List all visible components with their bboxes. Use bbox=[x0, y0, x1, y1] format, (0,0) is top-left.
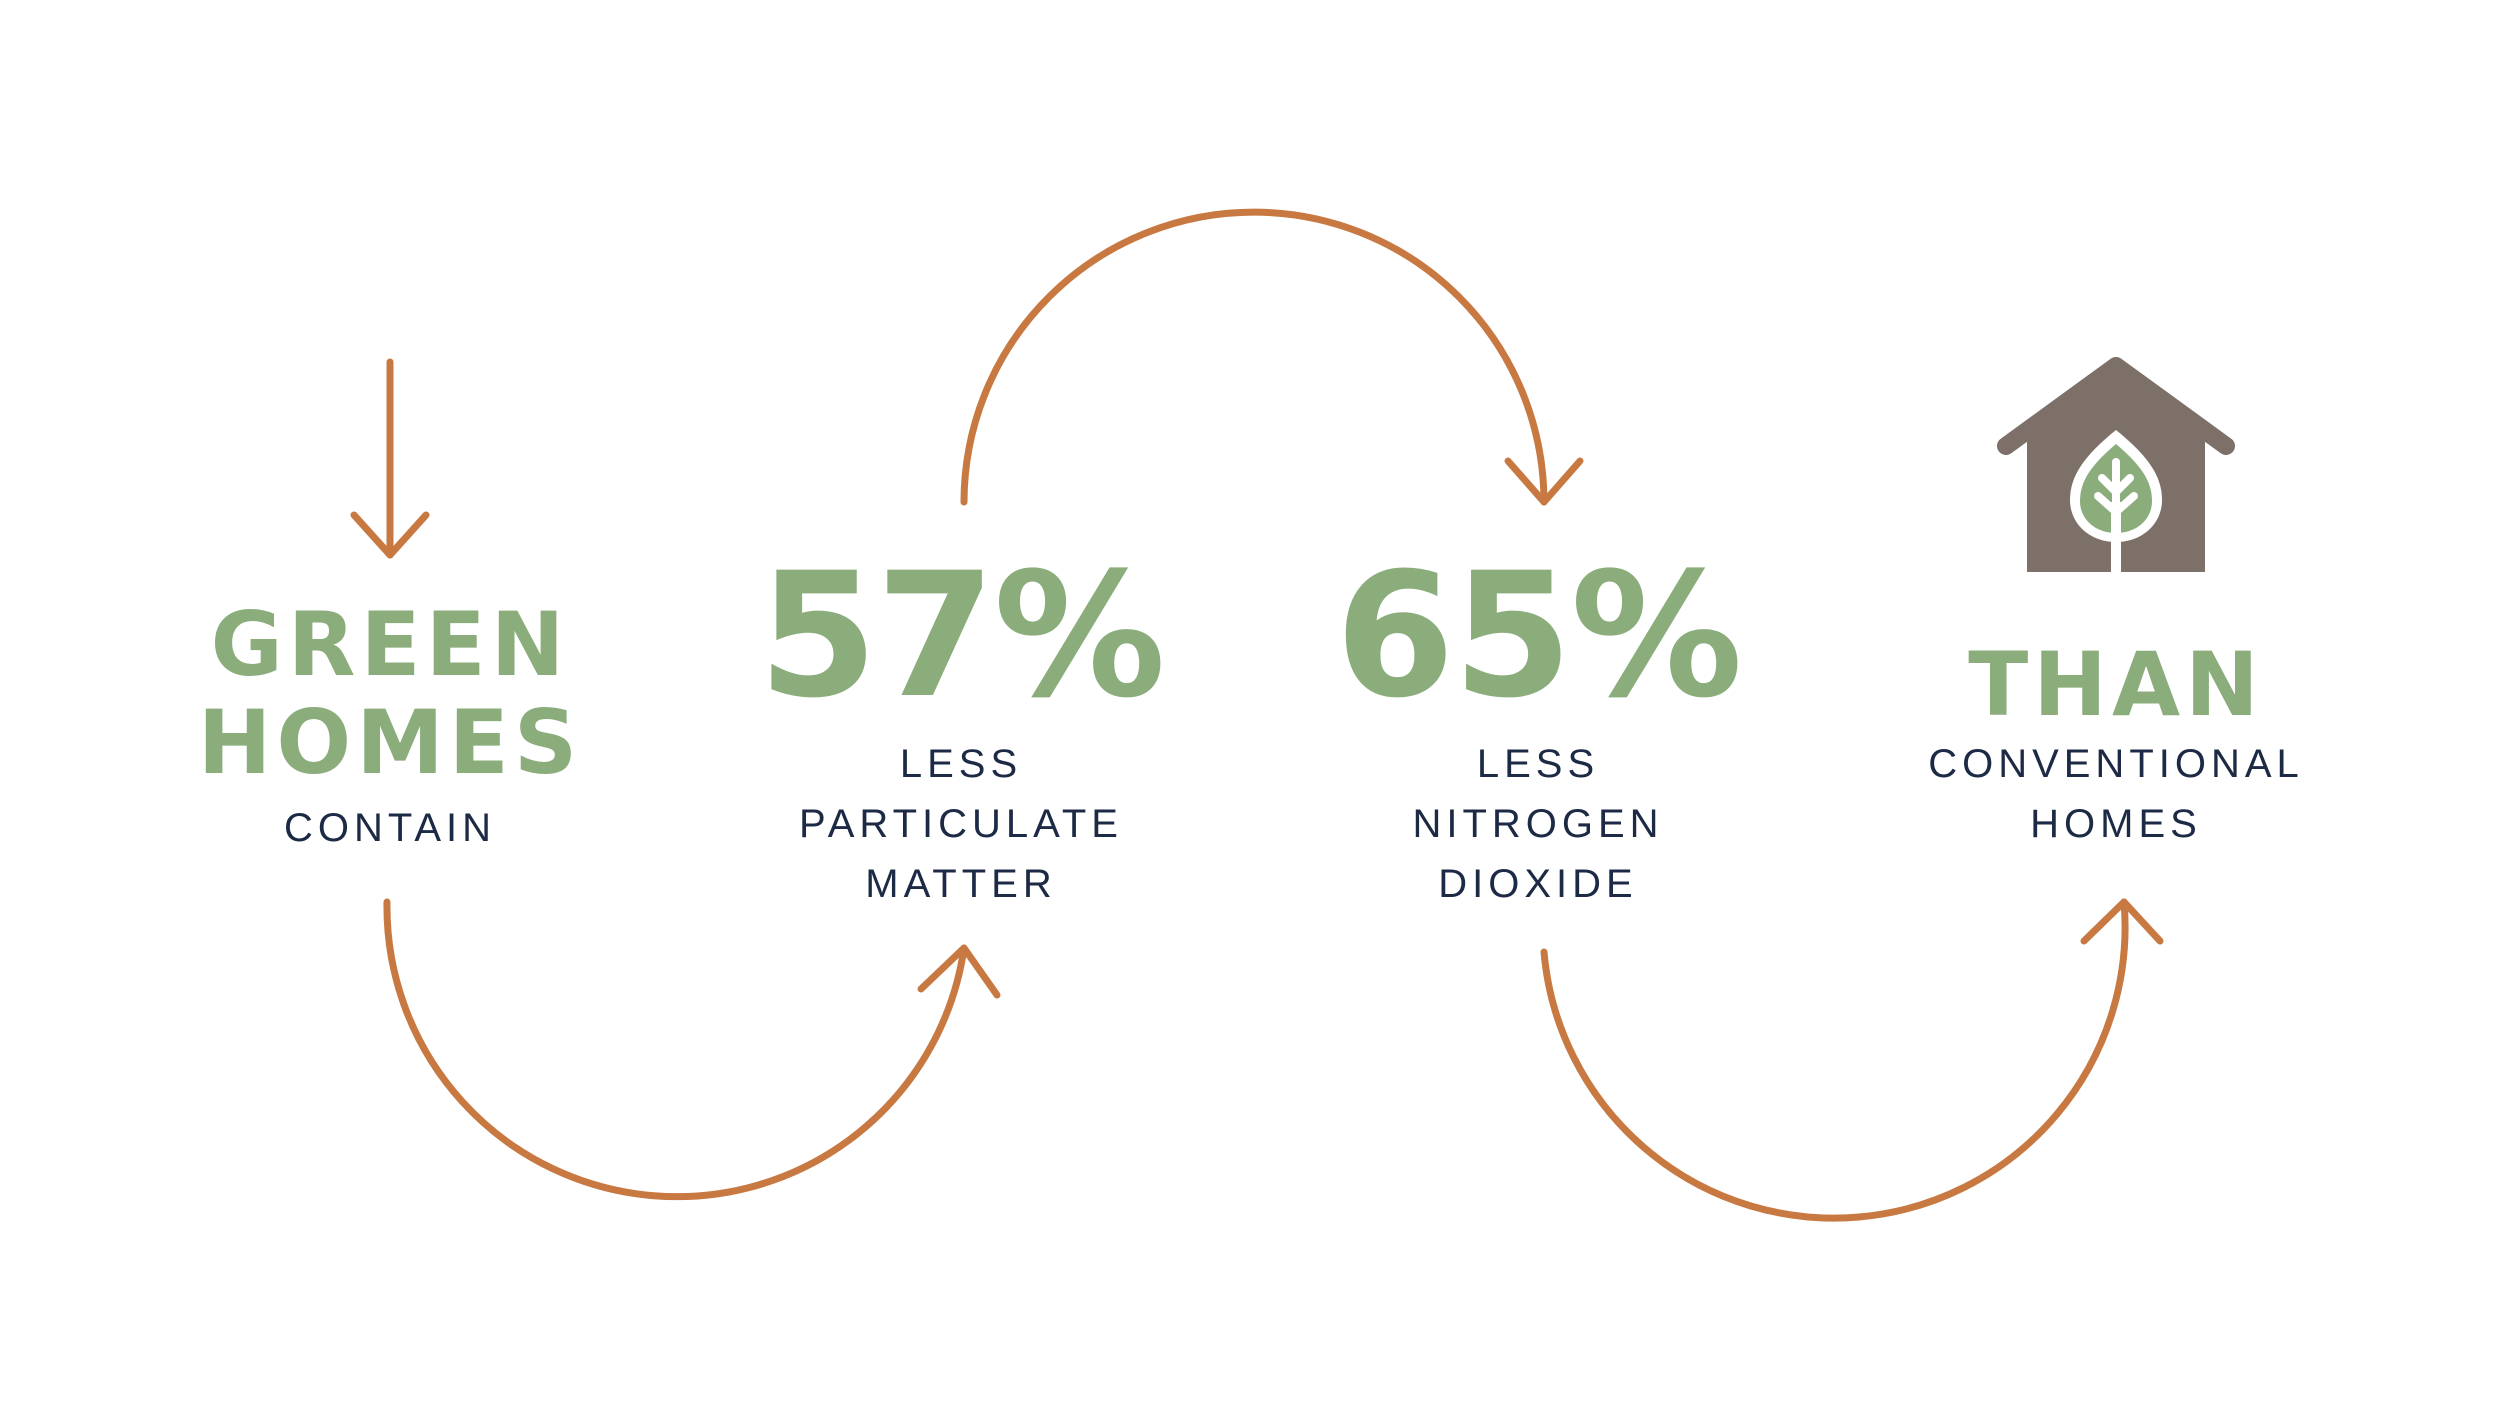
down-arrow-icon bbox=[350, 358, 430, 559]
step-particulate: 57% LESS PARTICULATE MATTER bbox=[681, 550, 1241, 914]
nitrogen-caption: LESS NITROGEN DIOXIDE bbox=[1258, 734, 1818, 914]
homes-label: HOMES bbox=[197, 691, 583, 794]
caption-line: HOMES bbox=[2030, 802, 2202, 846]
contain-caption: CONTAIN bbox=[283, 806, 497, 850]
lower-arc-arrow-2 bbox=[1540, 898, 2164, 1222]
step-green-homes: GREEN HOMES CONTAIN bbox=[110, 596, 670, 858]
caption-line: NITROGEN bbox=[1412, 802, 1664, 846]
step-nitrogen: 65% LESS NITROGEN DIOXIDE bbox=[1258, 550, 1818, 914]
than-label: THAN bbox=[1968, 633, 2264, 736]
house-with-leaf-icon bbox=[1997, 357, 2235, 574]
nitrogen-percent: 65% bbox=[1335, 535, 1743, 736]
caption-line: MATTER bbox=[865, 862, 1057, 906]
caption-line: LESS bbox=[1476, 742, 1600, 786]
particulate-percent: 57% bbox=[758, 535, 1166, 736]
caption-line: DIOXIDE bbox=[1438, 862, 1638, 906]
caption-line: PARTICULATE bbox=[799, 802, 1123, 846]
particulate-caption: LESS PARTICULATE MATTER bbox=[681, 734, 1241, 914]
upper-arc-arrow bbox=[960, 208, 1584, 506]
green-label: GREEN bbox=[210, 593, 570, 696]
step-conventional: THAN CONVENTIONAL HOMES bbox=[1836, 636, 2396, 854]
lower-arc-arrow-1 bbox=[383, 898, 1001, 1201]
conventional-caption: CONVENTIONAL HOMES bbox=[1836, 734, 2396, 854]
caption-line: CONVENTIONAL bbox=[1928, 742, 2304, 786]
caption-line: LESS bbox=[899, 742, 1023, 786]
